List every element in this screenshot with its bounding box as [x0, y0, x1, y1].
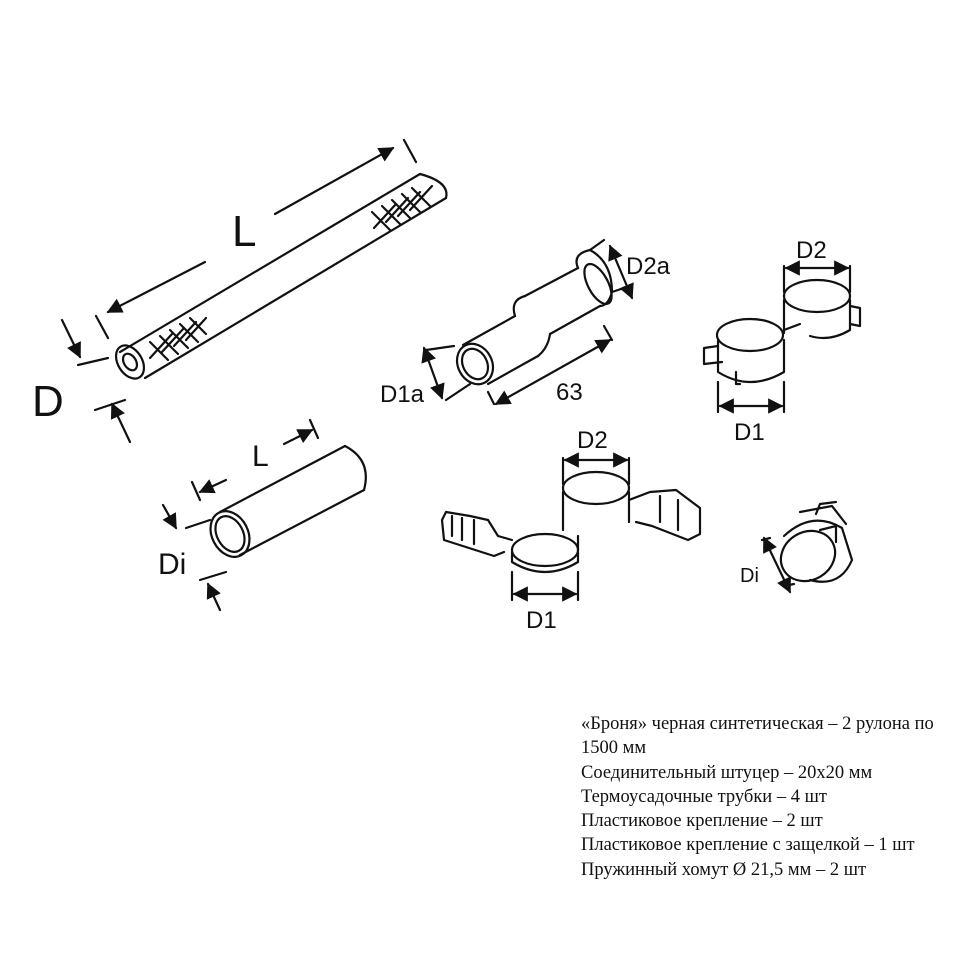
- parts-list-item: Термоусадочные трубки – 4 шт: [581, 786, 827, 807]
- spring-clamp-diameter-label: Di: [740, 565, 759, 587]
- clip-right-d1-label: D1: [734, 419, 765, 446]
- clip-latch-d2-label: D2: [577, 427, 608, 454]
- clip-right-d2-label: D2: [796, 237, 827, 264]
- connector-union: [421, 238, 634, 406]
- parts-list-item: «Броня» черная синтетическая – 2 рулона …: [581, 714, 934, 759]
- armored-hose: [60, 138, 448, 444]
- parts-list: «Броня» черная синтетическая – 2 рулона …: [581, 712, 961, 882]
- sleeve-diameter-label: Di: [158, 548, 186, 581]
- parts-list-item: Пружинный хомут Ø 21,5 мм – 2 шт: [581, 859, 867, 880]
- parts-list-item: Соединительный штуцер – 20x20 мм: [581, 762, 873, 783]
- sleeve-length-label: L: [252, 440, 269, 473]
- connector-length-label: 63: [556, 379, 583, 406]
- hose-length-label: L: [232, 207, 256, 256]
- parts-list-item: Пластиковое крепление с защелкой – 1 шт: [581, 835, 915, 856]
- latch-clip: [440, 452, 702, 602]
- parts-list-item: Пластиковое крепление – 2 шт: [581, 811, 823, 832]
- hose-diameter-label: D: [32, 377, 64, 426]
- heat-shrink-sleeve: [161, 418, 367, 612]
- clip-latch-d1-label: D1: [526, 607, 557, 634]
- double-clip: [702, 260, 862, 414]
- spring-clamp: [760, 500, 854, 594]
- connector-d2a-label: D2a: [626, 253, 671, 280]
- connector-d1a-label: D1a: [380, 381, 425, 408]
